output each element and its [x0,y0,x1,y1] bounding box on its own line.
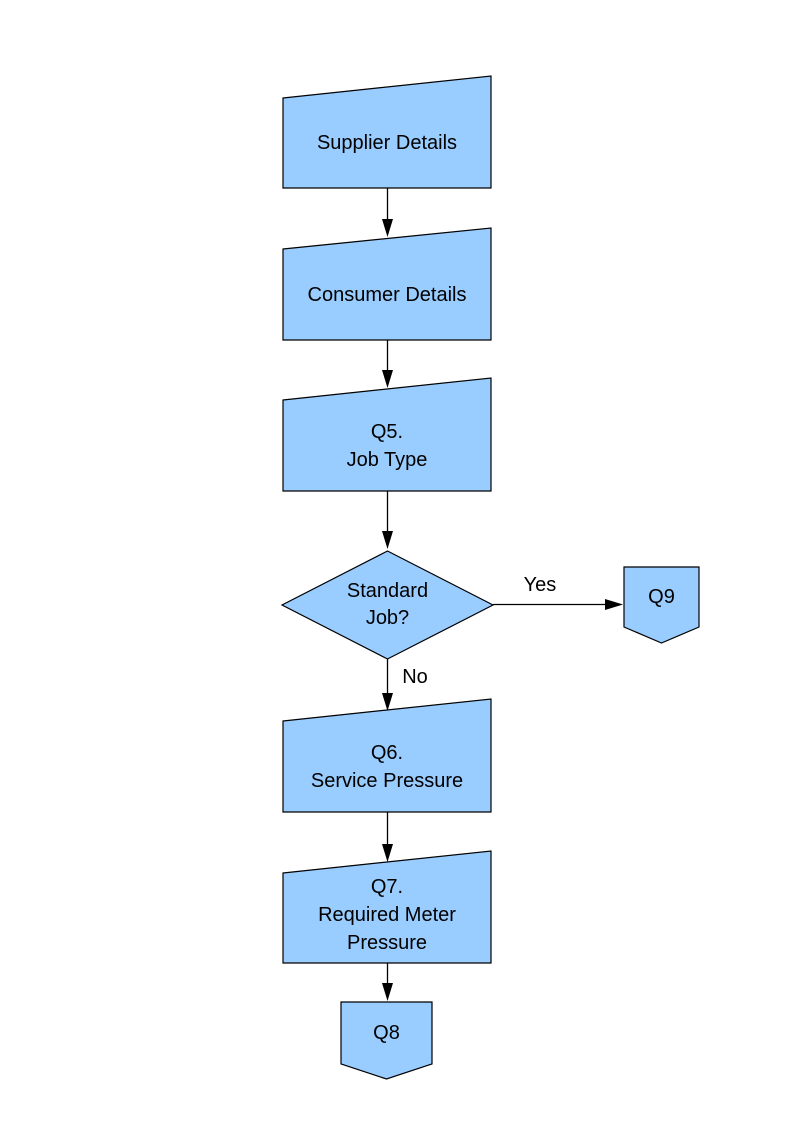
edge-supplier-to-consumer [382,188,393,237]
node-label-line: Standard [346,580,429,602]
node-label-line: Consumer Details [307,283,467,306]
edge-q5-to-decision [382,491,393,549]
node-q7-required-meter-pressure-label: Q7. Required Meter Pressure [283,871,491,959]
node-consumer-details-label: Consumer Details [283,249,491,340]
node-q6-service-pressure-label: Q6. Service Pressure [283,721,491,812]
node-label-line: Pressure [346,932,428,954]
edge-label-yes: Yes [523,574,557,596]
edge-decision-no-to-q6 [382,659,393,711]
node-q9-offpage-shape [623,566,700,644]
node-label-line: Job Type [346,448,428,471]
node-q5-job-type-label: Q5. Job Type [283,400,491,491]
node-label-line: Q5. [370,420,404,443]
node-q7-required-meter-pressure-shape [282,850,492,964]
arrowhead-down-icon [382,844,393,862]
node-label-line: Required Meter [318,904,456,926]
edge-label-no: No [402,666,428,688]
arrowhead-down-icon [382,531,393,549]
node-q9-offpage-label: Q9 [624,567,699,627]
node-q6-service-pressure-shape [282,698,492,813]
node-supplier-details-shape [282,75,492,189]
node-label-line: Q6. [370,741,404,764]
arrowhead-down-icon [382,219,393,237]
node-consumer-details-shape [282,227,492,341]
node-q8-offpage-label: Q8 [341,1002,432,1064]
arrowhead-down-icon [382,693,393,711]
edge-q6-to-q7 [382,812,393,862]
node-label-line: Q9 [648,586,675,608]
node-label-line: Supplier Details [316,132,458,154]
node-label-line: Job? [365,607,410,629]
node-q8-offpage-shape [340,1001,433,1080]
arrowhead-down-icon [382,370,393,388]
edge-consumer-to-q5 [382,340,393,388]
edge-decision-yes-to-q9 [493,599,623,610]
edge-q7-to-q8 [382,963,393,1001]
node-standard-job-decision-label: Standard Job? [292,551,483,659]
arrowhead-right-icon [605,599,623,610]
node-label-line: Q7. [370,876,404,898]
node-label-line: Q8 [373,1022,400,1044]
arrowhead-down-icon [382,983,393,1001]
node-q5-job-type-shape [282,377,492,492]
node-label-line: Service Pressure [310,769,464,792]
node-supplier-details-label: Supplier Details [283,98,491,188]
